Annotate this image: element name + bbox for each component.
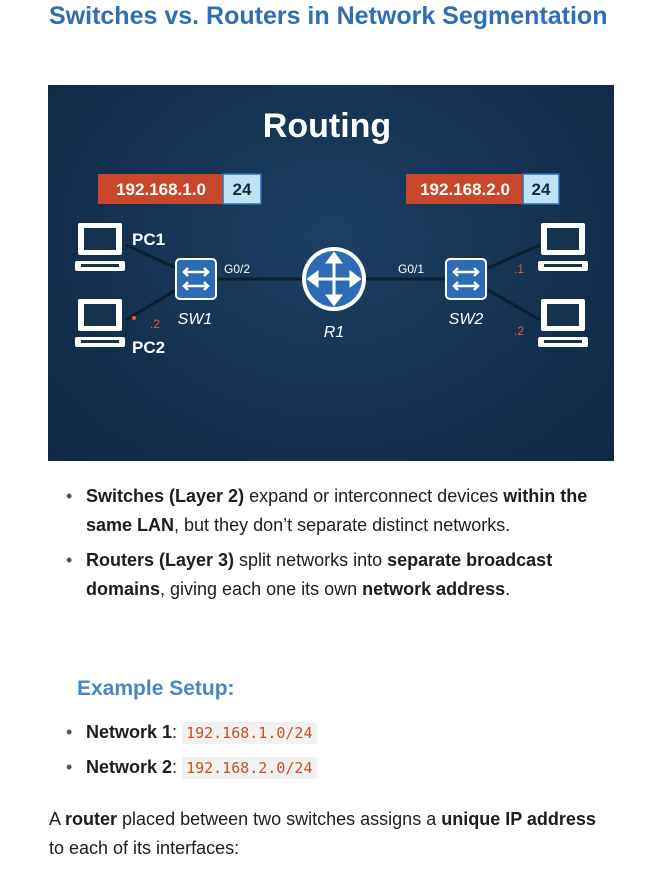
- left-network-address: 192.168.1.0: [116, 180, 206, 199]
- paragraph-text: to each of its interfaces:: [49, 838, 240, 858]
- left-interface-label: G0/2: [224, 262, 250, 276]
- page-title: Switches vs. Routers in Network Segmenta…: [49, 2, 608, 30]
- right-host-top-id: .1: [514, 262, 524, 276]
- network-label: Network 2: [86, 757, 173, 777]
- left-address-box: [98, 174, 224, 204]
- pc1-label: PC1: [132, 230, 165, 249]
- network-list: Network 1: 192.168.1.0/24 Network 2: 192…: [66, 719, 606, 789]
- right-interface-label: G0/1: [398, 262, 424, 276]
- list-item: Network 1: 192.168.1.0/24: [66, 719, 606, 746]
- router-label: R1: [324, 324, 344, 341]
- sw1-label: SW1: [178, 311, 213, 328]
- paragraph-emphasis: router: [65, 809, 118, 829]
- right-host-bottom-id: .2: [514, 324, 524, 338]
- bullet-emphasis: within the same LAN: [86, 486, 588, 535]
- pc2-host-id: .2: [150, 317, 160, 331]
- paragraph-emphasis: unique IP address: [441, 809, 596, 829]
- computer-icon: [538, 299, 588, 347]
- computer-icon: [75, 299, 125, 347]
- network-value: 192.168.1.0/24: [182, 722, 317, 744]
- bullet-emphasis: separate broadcast domains: [86, 550, 553, 599]
- network-colon: :: [172, 757, 178, 777]
- network-label: Network 1: [86, 722, 173, 742]
- diagram-title: Routing: [263, 107, 391, 145]
- section-heading: Example Setup:: [77, 677, 235, 700]
- computer-icon: [75, 223, 125, 271]
- sw2-label: SW2: [449, 311, 484, 328]
- right-prefix-box: [522, 173, 560, 205]
- switch-icon: [175, 258, 217, 300]
- diagram-canvas: Routing 192.168.1.0 24 192.168.2.0 24 PC…: [75, 107, 588, 357]
- left-network-prefix: 24: [233, 180, 252, 199]
- switch-icon: [445, 258, 487, 300]
- right-network-prefix: 24: [532, 180, 551, 199]
- bullet-emphasis: network address: [362, 579, 506, 599]
- router-icon: [302, 247, 366, 311]
- left-prefix-box: [222, 173, 262, 205]
- closing-paragraph: A router placed between two switches ass…: [49, 805, 609, 863]
- network-colon: :: [172, 722, 178, 742]
- comparison-list: Switches (Layer 2) expand or interconnec…: [66, 482, 606, 610]
- right-address-box: [406, 174, 524, 204]
- bullet-text: .: [505, 579, 511, 599]
- paragraph-text: A: [49, 809, 66, 829]
- bullet-term: Switches (Layer 2): [86, 486, 245, 506]
- bullet-term: Routers (Layer 3): [86, 550, 235, 570]
- bullet-text: expand or interconnect devices: [244, 486, 504, 506]
- network-links: [125, 243, 541, 322]
- computer-icon: [538, 223, 588, 271]
- bullet-text: , giving each one its own: [160, 579, 363, 599]
- paragraph-text: placed between two switches assigns a: [117, 809, 442, 829]
- pc2-label: PC2: [132, 338, 165, 357]
- list-item: Network 2: 192.168.2.0/24: [66, 754, 606, 781]
- bullet-text: , but they don’t separate distinct netwo…: [174, 515, 511, 535]
- bullet-text: split networks into: [234, 550, 388, 570]
- list-item: Routers (Layer 3) split networks into se…: [66, 546, 606, 604]
- list-item: Switches (Layer 2) expand or interconnec…: [66, 482, 606, 540]
- network-value: 192.168.2.0/24: [182, 757, 317, 779]
- status-dot: [132, 316, 136, 320]
- right-network-address: 192.168.2.0: [420, 180, 510, 199]
- routing-diagram: Routing 192.168.1.0 24 192.168.2.0 24 PC…: [48, 85, 614, 461]
